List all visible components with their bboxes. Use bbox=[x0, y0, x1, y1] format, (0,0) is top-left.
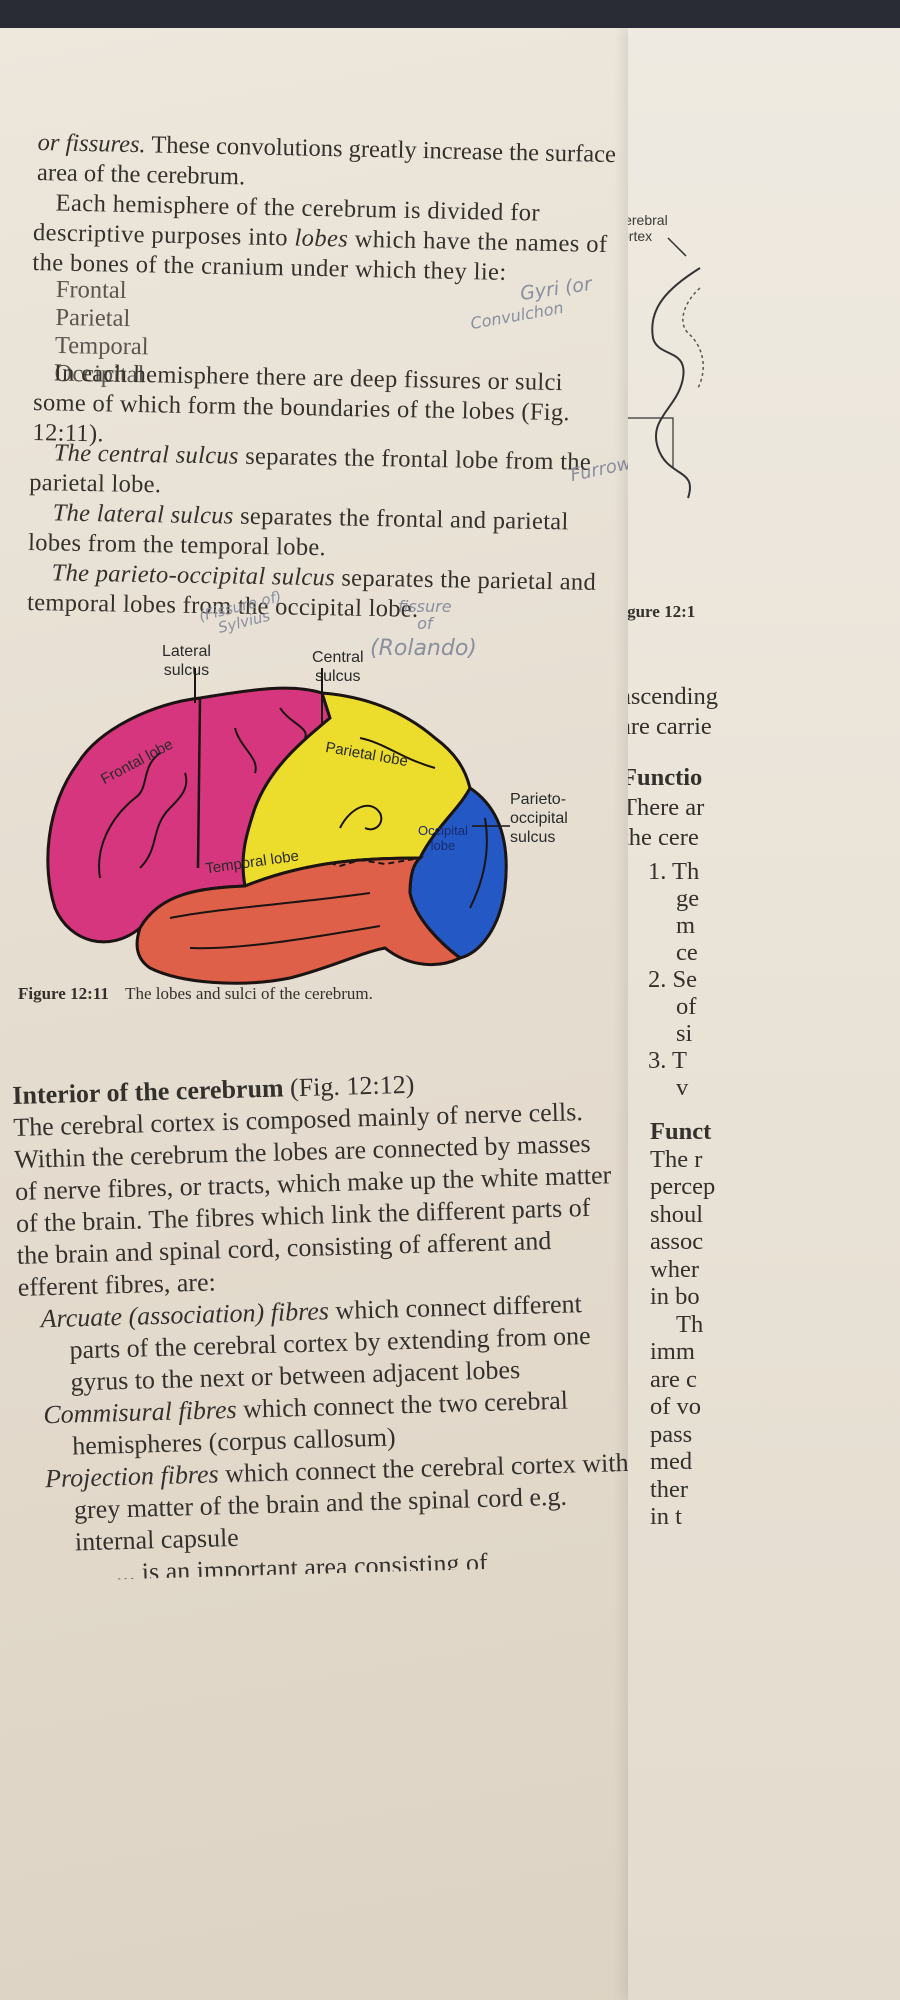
right-func2-line-4: assoc bbox=[650, 1228, 704, 1255]
fissures-term: or fissures. bbox=[37, 128, 146, 159]
right-func2-line-7: Th bbox=[676, 1310, 704, 1338]
right-func2-heading: Funct bbox=[650, 1118, 712, 1145]
temporal-gyrus-line-1 bbox=[169, 892, 371, 919]
caption-text: The lobes and sulci of the cerebrum. bbox=[125, 984, 373, 1003]
parieto-label-line-3: sulcus bbox=[510, 829, 556, 846]
right-func2-line-13: ther bbox=[650, 1475, 689, 1503]
arcuate-fibres-rest: which connect different bbox=[335, 1289, 583, 1326]
rolando-note-line-2: of bbox=[417, 614, 433, 633]
parieto-label-line-2: occipital bbox=[510, 810, 568, 827]
lobes-term: lobes bbox=[294, 224, 349, 253]
lobe-list-parietal: Parietal bbox=[55, 303, 131, 333]
parieto-occipital-desc-1: separates the parietal and bbox=[341, 564, 597, 596]
book-page: or fissures. These convolutions greatly … bbox=[0, 28, 900, 2000]
lateral-sulcus-term: The lateral sulcus bbox=[52, 499, 234, 530]
right-list-1: 1. Th bbox=[648, 858, 700, 885]
lateral-sulcus-label: Lateral sulcus bbox=[162, 642, 211, 680]
cortex-diagram bbox=[628, 237, 704, 499]
lobe-list-frontal: Frontal bbox=[55, 276, 127, 304]
right-list-2: 2. Se bbox=[648, 966, 697, 993]
right-function-line-1: There ar bbox=[628, 794, 705, 821]
cortex-label-line-2: cortex bbox=[628, 228, 653, 244]
occipital-label-line-1: Occipital bbox=[418, 823, 468, 838]
lateral-label-line-1: Lateral bbox=[162, 643, 211, 660]
parieto-occipital-label: Parieto- occipital sulcus bbox=[510, 790, 568, 847]
cortex-label-line-1: Cerebral bbox=[628, 212, 668, 228]
interior-section: Interior of the cerebrum (Fig. 12:12) Th… bbox=[12, 1063, 631, 1582]
right-func2-line-6: in bo bbox=[650, 1283, 700, 1310]
occipital-gyrus-line bbox=[469, 817, 488, 909]
lateral-sulcus-line bbox=[196, 697, 202, 869]
right-func2-line-11: pass bbox=[650, 1420, 693, 1448]
lobes-line-2a: descriptive purposes into bbox=[32, 218, 289, 252]
occipital-lobe-label: Occipital lobe bbox=[418, 823, 468, 853]
right-func2-line-10: of vo bbox=[650, 1393, 702, 1420]
temporal-lobe-shape bbox=[135, 856, 463, 985]
central-label-line-2: sulcus bbox=[315, 668, 361, 685]
central-sulcus-desc-1: separates the frontal lobe from the bbox=[244, 442, 592, 476]
caption-number: Figure 12:11 bbox=[18, 984, 109, 1003]
central-sulcus-label: Central sulcus bbox=[312, 648, 364, 686]
projection-fibres-term: Projection fibres bbox=[44, 1459, 220, 1494]
right-func2-line-12: med bbox=[650, 1448, 693, 1475]
right-func2-line-8: imm bbox=[650, 1338, 695, 1365]
lateral-sulcus-desc-1: separates the frontal and parietal bbox=[239, 502, 569, 536]
frontal-gyrus-line-4 bbox=[279, 707, 307, 739]
central-label-line-1: Central bbox=[312, 649, 364, 666]
frontal-gyrus-line-1 bbox=[98, 752, 161, 879]
right-line-ascending: ascending bbox=[628, 683, 718, 710]
right-line-carried: are carrie bbox=[628, 713, 712, 740]
right-list-block: 1. Th ge m ce 2. Se of si 3. T v bbox=[648, 858, 699, 1101]
frontal-gyrus-line-3 bbox=[234, 727, 257, 774]
right-list-1b: m bbox=[676, 912, 696, 939]
lobes-line-2b: which have the names of bbox=[354, 225, 608, 259]
right-func2-block: Funct The r percep shoul assoc wher in b… bbox=[650, 1118, 715, 1531]
parietal-gyrus-line-1 bbox=[359, 737, 436, 769]
lobe-list-temporal: Temporal bbox=[54, 331, 149, 361]
right-list-2b: si bbox=[676, 1020, 693, 1047]
right-func2-line-14: in t bbox=[650, 1503, 682, 1530]
right-list-3: 3. T bbox=[648, 1047, 688, 1074]
right-list-2a: of bbox=[676, 993, 697, 1020]
lateral-label-line-2: sulcus bbox=[163, 662, 210, 679]
right-func2-line-5: wher bbox=[650, 1255, 699, 1283]
cerebral-cortex-label: Cerebral cortex bbox=[628, 212, 668, 244]
rolando-note-line-1: fissure bbox=[398, 597, 452, 616]
commisural-fibres-rest: which connect the two cerebral bbox=[242, 1385, 569, 1424]
right-figure-label: Figure 12:1 bbox=[628, 602, 696, 621]
right-func2-line-1: The r bbox=[650, 1145, 703, 1173]
right-list-1c: ce bbox=[676, 939, 698, 966]
brain-lobes-figure bbox=[46, 668, 510, 985]
parieto-occipital-sulcus-term: The parieto-occipital sulcus bbox=[51, 559, 336, 592]
right-page: Cerebral cortex Figure 12:1 ascending ar… bbox=[628, 28, 900, 2000]
lobes-paragraph: Each hemisphere of the cerebrum is divid… bbox=[32, 188, 608, 290]
commisural-fibres-term: Commisural fibres bbox=[42, 1394, 238, 1430]
temporal-gyrus-line-2 bbox=[189, 925, 381, 950]
parieto-temporal-boundary bbox=[329, 857, 421, 868]
right-function-line-2: the cere bbox=[628, 824, 699, 851]
right-lines-a: ascending are carrie bbox=[628, 682, 718, 742]
cortex-outline bbox=[651, 267, 701, 499]
right-func2-line-2: percep bbox=[650, 1173, 716, 1200]
right-list-3a: v bbox=[676, 1074, 689, 1101]
figure-caption: Figure 12:11 The lobes and sulci of the … bbox=[18, 984, 373, 1004]
handwritten-rolando-name: (Rolando) bbox=[370, 636, 477, 661]
interior-heading: Interior of the cerebrum bbox=[12, 1073, 284, 1110]
right-function-block: Functio There ar the cere bbox=[628, 763, 704, 853]
right-list-1a: ge bbox=[676, 885, 700, 912]
right-func2-line-9: are c bbox=[650, 1365, 697, 1393]
central-sulcus-term: The central sulcus bbox=[53, 439, 239, 470]
right-function-heading: Functio bbox=[628, 764, 703, 791]
interior-heading-ref: (Fig. 12:12) bbox=[289, 1069, 415, 1103]
parietal-gyrus-line-2 bbox=[339, 804, 383, 831]
right-func2-line-3: shoul bbox=[650, 1200, 704, 1228]
sulci-paragraphs: The central sulcus separates the frontal… bbox=[27, 438, 599, 628]
occipital-label-line-2: lobe bbox=[430, 838, 456, 853]
handwritten-rolando-note: fissure of bbox=[398, 598, 452, 632]
parieto-label-line-1: Parieto- bbox=[510, 791, 567, 808]
frontal-gyrus-line-2 bbox=[139, 772, 188, 869]
handwritten-convolutions-note: Convulchon bbox=[469, 297, 565, 334]
